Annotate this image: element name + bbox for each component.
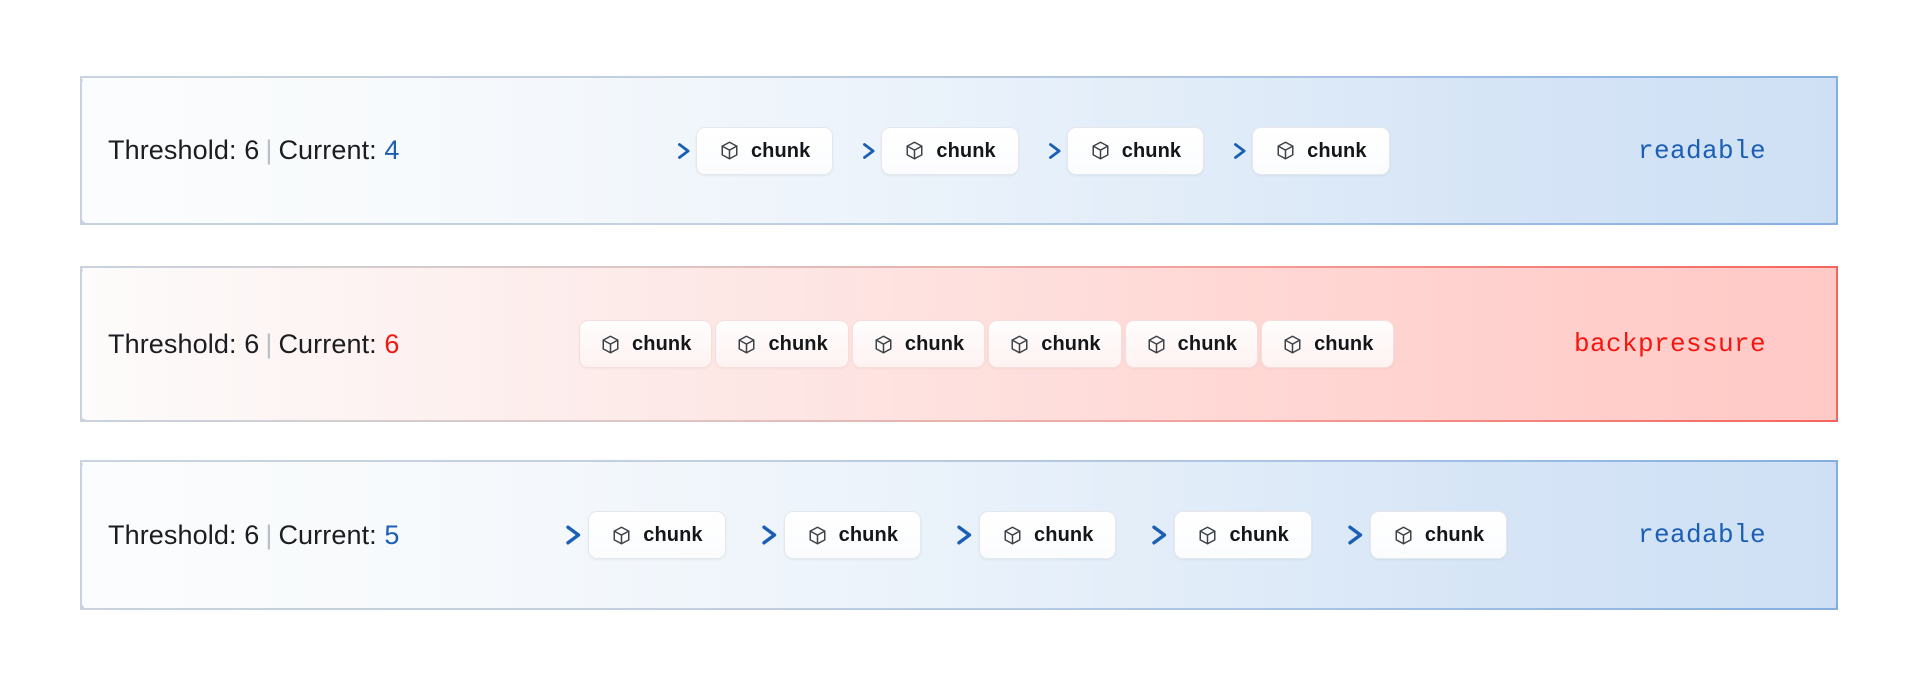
threshold-label: Threshold: xyxy=(108,519,237,550)
chunk-badge: chunk xyxy=(579,320,713,368)
chunk-label: chunk xyxy=(643,524,703,546)
cube-icon xyxy=(1090,140,1111,161)
queue-meter: Threshold: 6|Current: 4 xyxy=(108,135,400,166)
cube-icon xyxy=(1146,334,1167,355)
flow-arrow-icon xyxy=(530,525,581,545)
cube-icon xyxy=(611,525,632,546)
chunk-label: chunk xyxy=(632,333,692,355)
chunk-badge: chunk xyxy=(783,511,922,559)
chunk-label: chunk xyxy=(904,333,965,355)
chunk-label: chunk xyxy=(768,333,828,355)
chunk-badge: chunk xyxy=(1124,320,1259,368)
queue-meter: Threshold: 6|Current: 6 xyxy=(108,329,400,360)
threshold-value: 6 xyxy=(244,328,260,359)
cube-icon xyxy=(807,525,828,546)
queue-meter: Threshold: 6|Current: 5 xyxy=(108,520,400,551)
flow-arrow-icon xyxy=(921,525,972,545)
flow-arrow-icon xyxy=(1116,525,1167,545)
stream-status-label: backpressure xyxy=(1573,329,1767,359)
cube-icon xyxy=(873,334,894,355)
cube-icon xyxy=(904,140,925,161)
stream-status-label: readable xyxy=(1637,520,1767,550)
current-value: 6 xyxy=(384,328,400,359)
chunk-badge: chunk xyxy=(881,126,1019,175)
cube-icon xyxy=(1275,140,1296,161)
chunk-label: chunk xyxy=(1177,333,1238,355)
chunk-badge: chunk xyxy=(1174,511,1312,559)
chunk-label: chunk xyxy=(1424,524,1485,546)
chunk-label: chunk xyxy=(936,139,996,162)
chunk-train: chunk chunk chunk chunk xyxy=(648,126,1390,175)
chunk-label: chunk xyxy=(1041,333,1101,355)
chunk-label: chunk xyxy=(1121,139,1182,162)
cube-icon xyxy=(1002,525,1023,546)
meter-separator: | xyxy=(265,135,273,165)
threshold-label: Threshold: xyxy=(108,135,237,165)
meter-separator: | xyxy=(265,519,273,550)
flow-arrow-icon xyxy=(648,142,690,159)
cube-icon xyxy=(600,334,621,355)
chunk-label: chunk xyxy=(1314,333,1374,355)
current-label: Current: xyxy=(278,328,377,359)
chunk-badge: chunk xyxy=(1252,126,1390,175)
threshold-value: 6 xyxy=(244,519,260,550)
cube-icon xyxy=(1009,334,1030,355)
chunk-label: chunk xyxy=(1307,139,1367,162)
chunk-badge: chunk xyxy=(588,511,726,559)
chunk-train: chunk chunk chunk chunk chunk xyxy=(530,511,1508,559)
chunk-badge: chunk xyxy=(1261,320,1395,368)
cube-icon xyxy=(719,140,740,161)
chunk-badge: chunk xyxy=(715,320,849,368)
current-label: Current: xyxy=(278,519,377,550)
stream-status-label: readable xyxy=(1637,135,1767,166)
chunk-train: chunk chunk chunk chunk chunk chunk xyxy=(579,320,1395,368)
flow-arrow-icon xyxy=(1204,142,1246,159)
flow-arrow-icon xyxy=(833,142,875,159)
cube-icon xyxy=(1393,525,1414,546)
chunk-label: chunk xyxy=(1034,524,1094,546)
threshold-label: Threshold: xyxy=(108,328,237,359)
chunk-badge: chunk xyxy=(988,320,1122,368)
chunk-badge: chunk xyxy=(979,511,1117,559)
chunk-label: chunk xyxy=(750,139,811,162)
chunk-badge: chunk xyxy=(1066,126,1205,175)
cube-icon xyxy=(1282,334,1303,355)
current-label: Current: xyxy=(278,135,377,165)
chunk-badge: chunk xyxy=(1369,511,1508,559)
cube-icon xyxy=(1197,525,1218,546)
chunk-badge: chunk xyxy=(851,320,986,368)
flow-arrow-icon xyxy=(1312,525,1363,545)
current-value: 5 xyxy=(384,519,400,550)
current-value: 4 xyxy=(384,135,400,165)
chunk-label: chunk xyxy=(1229,524,1289,546)
meter-separator: | xyxy=(265,328,273,359)
cube-icon xyxy=(736,334,757,355)
threshold-value: 6 xyxy=(244,135,260,165)
chunk-badge: chunk xyxy=(695,126,834,175)
chunk-label: chunk xyxy=(838,524,899,546)
flow-arrow-icon xyxy=(726,525,776,545)
flow-arrow-icon xyxy=(1019,142,1061,159)
